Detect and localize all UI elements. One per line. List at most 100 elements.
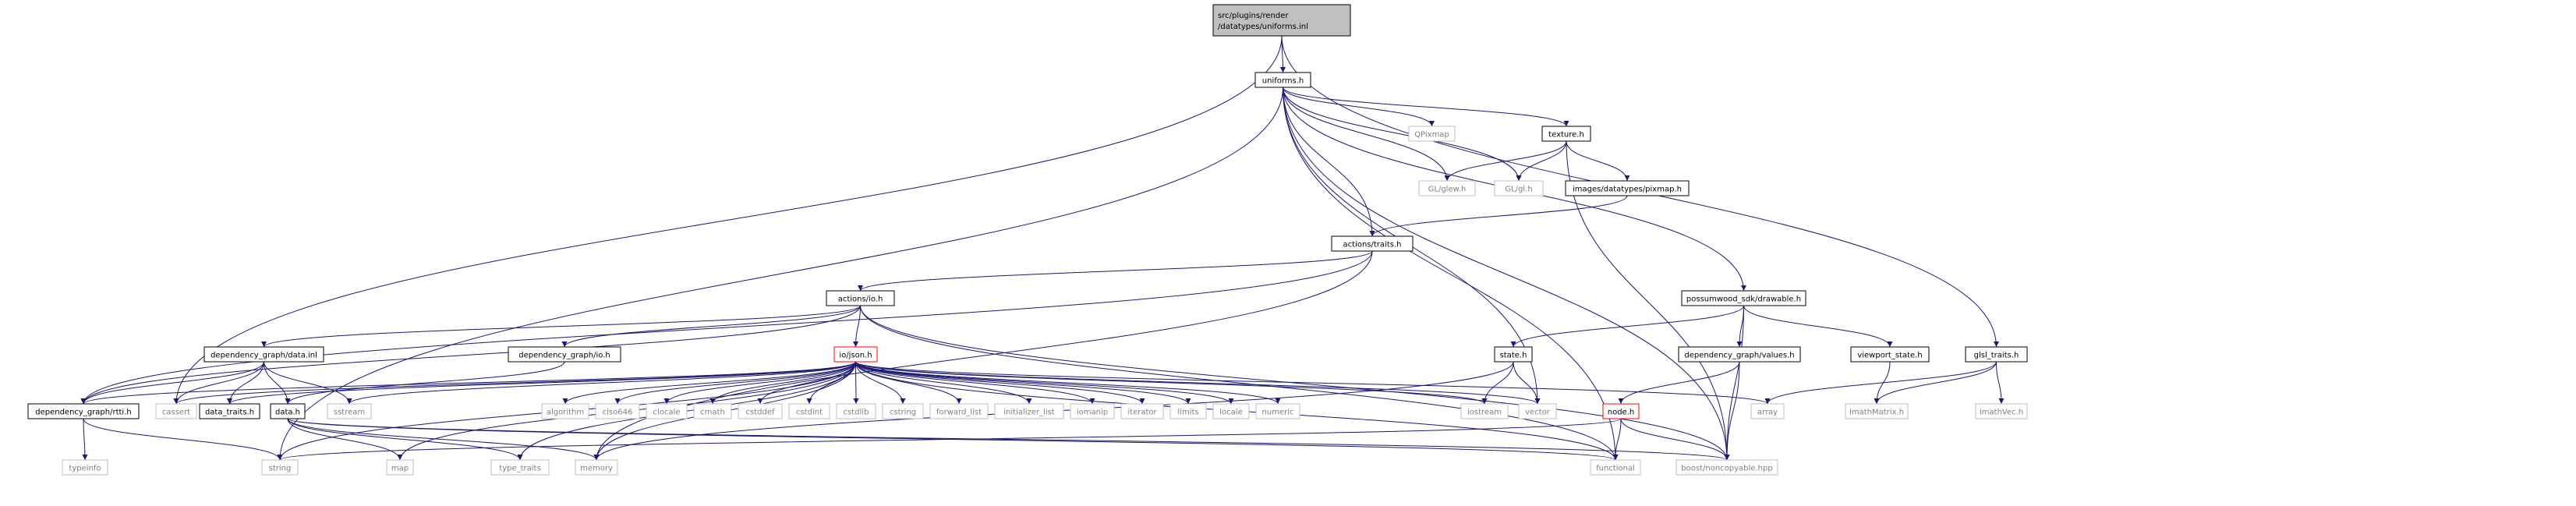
edge-aio-to-rtti xyxy=(80,305,861,405)
node-box xyxy=(1120,403,1164,419)
node-clocale: clocale xyxy=(646,403,688,419)
node-box xyxy=(1678,346,1801,363)
node-label: initializer_list xyxy=(1003,409,1055,417)
node-iostream: iostream xyxy=(1460,403,1509,419)
edge-root-to-cassert xyxy=(173,35,1283,405)
node-label: functional xyxy=(1596,465,1635,473)
edge-datainl-to-datah xyxy=(264,361,291,405)
node-label: src/plugins/render xyxy=(1218,12,1289,20)
node-limits: limits xyxy=(1169,403,1207,419)
edge-json-to-numeric xyxy=(855,361,1281,405)
node-drawable[interactable]: possumwood_sdk/drawable.h xyxy=(1681,290,1806,306)
node-box xyxy=(541,403,589,419)
edge-uniforms-to-glew xyxy=(1283,87,1450,182)
node-box xyxy=(386,459,414,476)
node-box xyxy=(1681,290,1806,306)
node-box xyxy=(575,459,618,476)
node-memory: memory xyxy=(575,459,618,476)
node-datatraits[interactable]: data_traits.h xyxy=(199,403,260,419)
node-box xyxy=(1070,403,1115,419)
node-values[interactable]: dependency_graph/values.h xyxy=(1678,346,1801,363)
node-label: sstream xyxy=(334,409,365,417)
node-box xyxy=(1518,403,1557,419)
node-label: cstdint xyxy=(796,409,823,417)
edge-json-to-cstddef xyxy=(757,361,856,405)
node-label: type_traits xyxy=(499,465,540,473)
node-glew: GL/glew.h xyxy=(1418,180,1476,196)
edge-traits-to-rtti xyxy=(80,250,1373,405)
edge-aio-to-functional xyxy=(860,305,1619,461)
edge-rtti-to-typeinfo xyxy=(82,418,88,461)
node-label: iomanip xyxy=(1077,409,1108,417)
node-label: GL/gl.h xyxy=(1505,186,1532,194)
node-ciso646: ciso646 xyxy=(595,403,640,419)
node-box xyxy=(1494,180,1544,196)
node-datah[interactable]: data.h xyxy=(270,403,306,419)
node-label: locale xyxy=(1219,409,1242,417)
node-aio[interactable]: actions/io.h xyxy=(826,290,895,306)
node-box xyxy=(1169,403,1207,419)
node-iterator: iterator xyxy=(1120,403,1164,419)
edge-drawable-to-state xyxy=(1510,305,1744,348)
edge-glsl-to-array xyxy=(1764,361,1997,405)
edge-texture-to-pixmap xyxy=(1566,140,1630,182)
edge-json-to-iostream xyxy=(855,361,1488,405)
edge-aio-to-dgio xyxy=(561,305,861,348)
node-noncopy: boost/noncopyable.hpp xyxy=(1675,459,1778,476)
edge-datainl-to-rtti xyxy=(80,361,264,405)
edge-node-to-noncopy xyxy=(1620,418,1730,461)
node-label: dependency_graph/rtti.h xyxy=(35,409,131,417)
node-node[interactable]: node.h xyxy=(1602,403,1640,419)
edge-uniforms-to-qpixmap xyxy=(1283,87,1435,127)
node-fwdlist: forward_list xyxy=(929,403,989,419)
node-datainl[interactable]: dependency_graph/data.inl xyxy=(203,346,324,363)
node-rtti[interactable]: dependency_graph/rtti.h xyxy=(27,403,140,419)
node-label: vector xyxy=(1525,409,1551,417)
node-label: array xyxy=(1757,409,1778,417)
node-box xyxy=(508,346,621,363)
node-label: cstring xyxy=(890,409,916,417)
node-sstream: sstream xyxy=(327,403,372,419)
node-vpstate[interactable]: viewport_state.h xyxy=(1850,346,1930,363)
node-label: node.h xyxy=(1608,409,1634,417)
node-label: dependency_graph/values.h xyxy=(1684,352,1794,360)
edge-json-to-fwdlist xyxy=(855,361,962,405)
node-box xyxy=(1408,126,1456,142)
node-box xyxy=(1675,459,1778,476)
node-label: GL/glew.h xyxy=(1428,186,1467,194)
node-pixmap[interactable]: images/datatypes/pixmap.h xyxy=(1565,180,1690,196)
node-label: cstdlib xyxy=(844,409,869,417)
edge-json-to-ciso646 xyxy=(614,361,856,405)
edge-node-to-functional xyxy=(1612,418,1622,461)
edge-datainl-to-datatraits xyxy=(227,361,264,405)
node-dgio[interactable]: dependency_graph/io.h xyxy=(508,346,621,363)
node-texture[interactable]: texture.h xyxy=(1541,126,1591,142)
node-box xyxy=(1565,180,1690,196)
edge-aio-to-datainl xyxy=(261,305,861,348)
node-uniforms[interactable]: uniforms.h xyxy=(1254,72,1311,88)
node-algorithm: algorithm xyxy=(541,403,589,419)
node-label: io/json.h xyxy=(839,352,872,360)
node-cstddef: cstddef xyxy=(738,403,783,419)
node-label: cassert xyxy=(162,409,190,417)
node-string: string xyxy=(261,459,299,476)
edge-uniforms-to-functional xyxy=(1283,87,1619,461)
node-glsl[interactable]: glsl_traits.h xyxy=(1965,346,2028,363)
node-label: viewport_state.h xyxy=(1857,352,1922,360)
edge-values-to-node xyxy=(1618,361,1740,405)
node-box xyxy=(327,403,372,419)
node-root[interactable]: src/plugins/render/datatypes/uniforms.in… xyxy=(1212,4,1351,37)
node-label: possumwood_sdk/drawable.h xyxy=(1686,295,1801,304)
edge-aio-to-json xyxy=(853,305,861,348)
node-label: QPixmap xyxy=(1414,131,1449,140)
node-json[interactable]: io/json.h xyxy=(833,346,878,363)
node-box xyxy=(1254,72,1311,88)
node-label: typeinfo xyxy=(69,465,101,473)
node-traits[interactable]: actions/traits.h xyxy=(1331,235,1414,252)
node-box xyxy=(929,403,989,419)
edge-datah-to-noncopy xyxy=(287,418,1730,461)
edge-texture-to-noncopy xyxy=(1566,140,1730,461)
node-state[interactable]: state.h xyxy=(1494,346,1533,363)
node-typetraits: type_traits xyxy=(490,459,550,476)
node-box xyxy=(836,403,876,419)
